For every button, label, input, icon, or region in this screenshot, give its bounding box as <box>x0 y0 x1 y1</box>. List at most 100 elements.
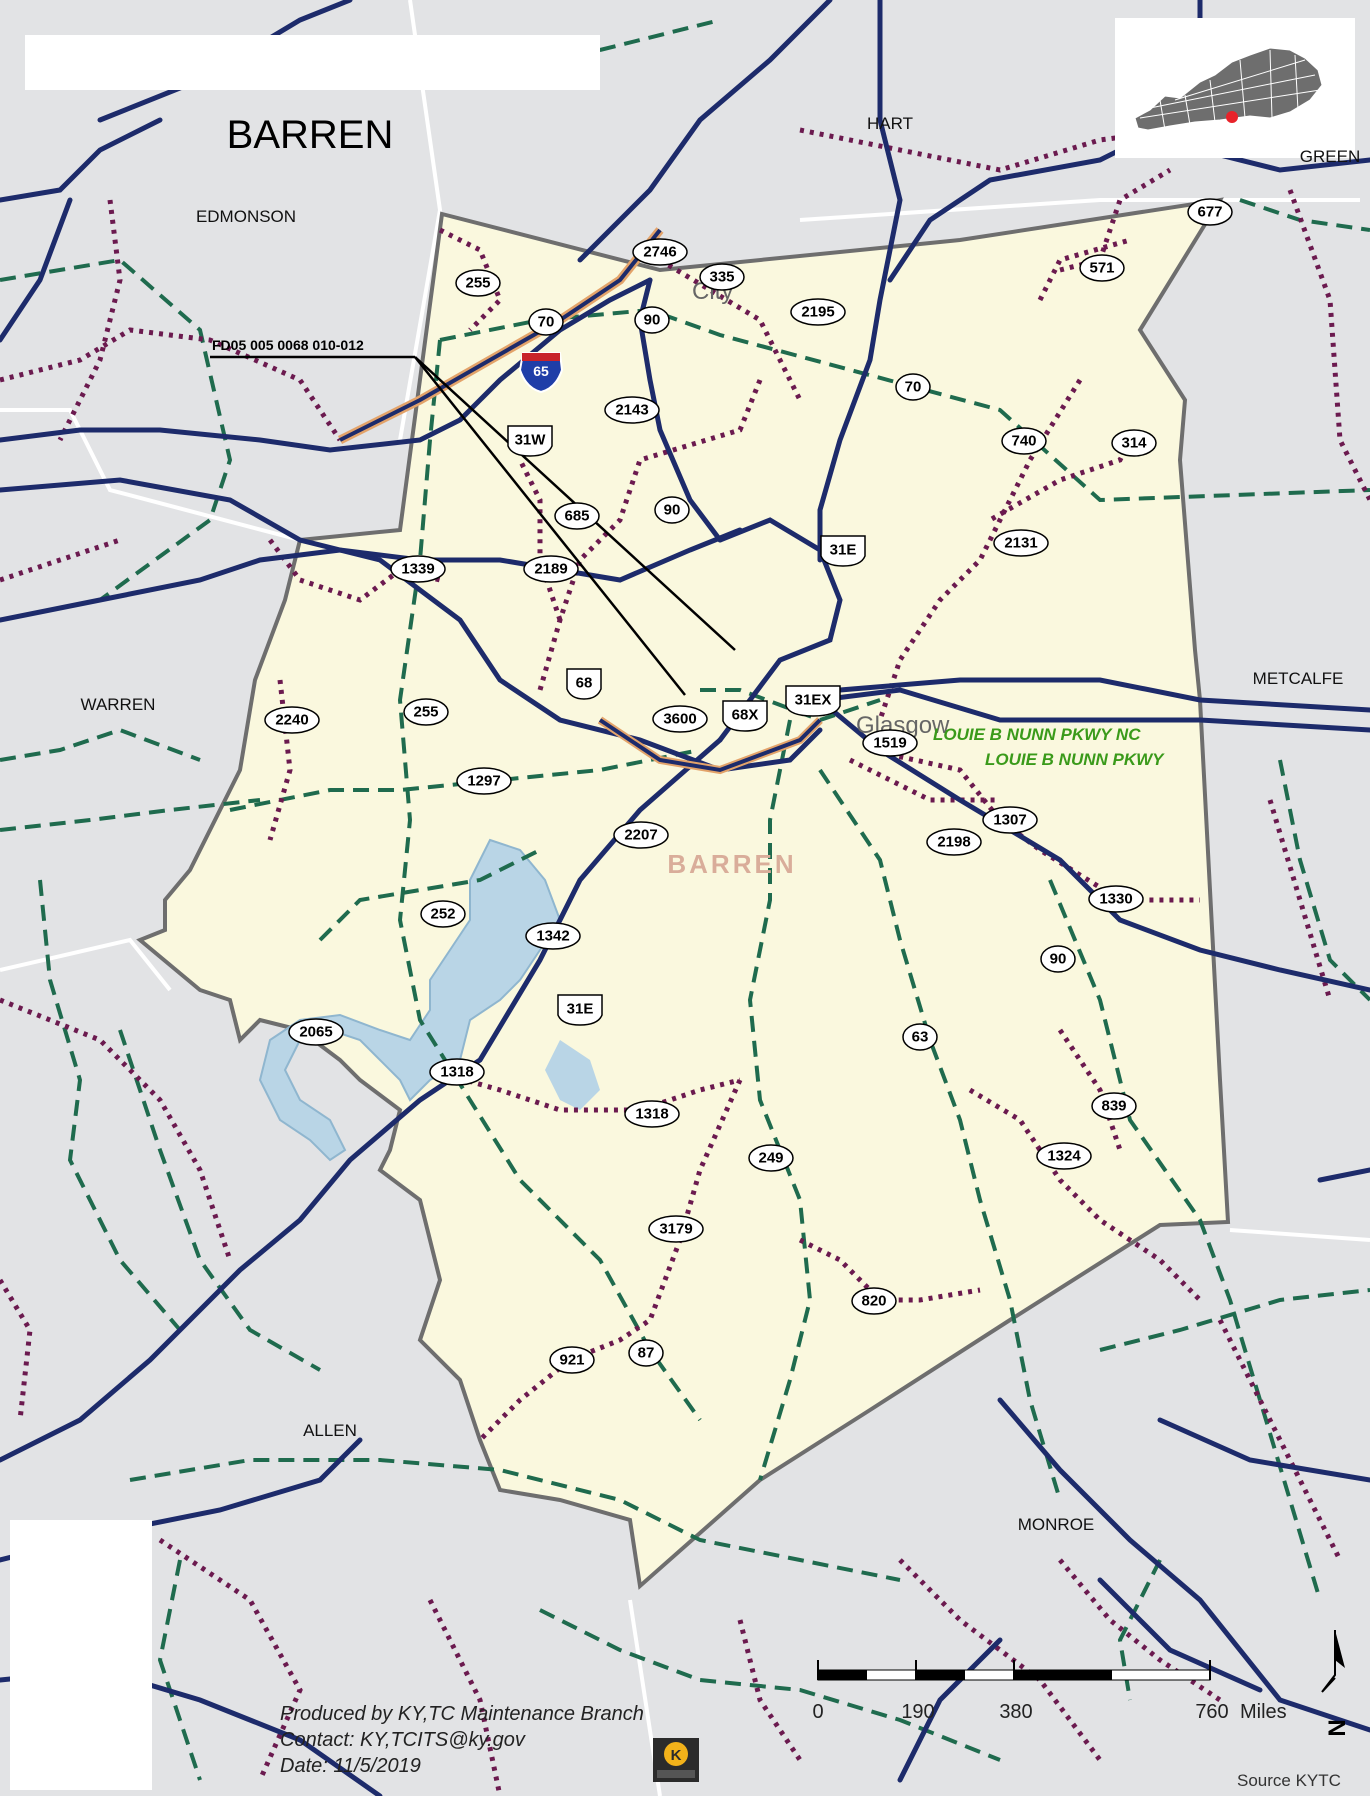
route-shield-label: 2746 <box>643 244 676 261</box>
parkway-line <box>598 718 822 773</box>
scale-unit: Miles <box>1240 1701 1287 1723</box>
route-shield-label: 252 <box>430 906 455 923</box>
route-shield-2131[interactable]: 2131 <box>993 529 1049 557</box>
route-shield-314[interactable]: 314 <box>1111 429 1157 457</box>
route-shield-label: 2143 <box>615 402 648 419</box>
route-shield-label: 31EX <box>795 692 832 709</box>
interstate-65-line <box>339 228 662 442</box>
route-shield-921[interactable]: 921 <box>549 1346 595 1374</box>
scale-tick-0: 0 <box>812 1701 823 1723</box>
route-shield-label: 63 <box>912 1029 929 1046</box>
route-shield-68x[interactable]: 68X <box>722 700 768 732</box>
callout-label: FD05 005 0068 010-012 <box>212 337 364 353</box>
route-shield-label: 87 <box>638 1345 655 1362</box>
route-shield-3600[interactable]: 3600 <box>652 705 708 733</box>
route-shield-1339[interactable]: 1339 <box>390 555 446 583</box>
route-shield-677[interactable]: 677 <box>1187 198 1233 226</box>
route-shield-1307[interactable]: 1307 <box>982 806 1038 834</box>
route-shield-label: 90 <box>1050 951 1067 968</box>
route-shield-3179[interactable]: 3179 <box>648 1215 704 1243</box>
interstate-shield[interactable]: 65 <box>518 352 564 394</box>
route-shield-label: 1307 <box>993 812 1026 829</box>
route-shield-31e-n[interactable]: 31E <box>820 535 866 567</box>
scale-bar: 0 190 380 760 Miles <box>812 1660 1287 1723</box>
inset-map <box>1115 18 1355 158</box>
route-shield-31e-s[interactable]: 31E <box>557 994 603 1026</box>
route-shield-1318w[interactable]: 1318 <box>429 1058 485 1086</box>
route-shield-70n[interactable]: 70 <box>528 308 564 336</box>
route-shield-31w[interactable]: 31W <box>507 425 553 457</box>
route-shield-label: 2195 <box>801 304 834 321</box>
route-shield-label: 70 <box>905 379 922 396</box>
route-shield-label: 1330 <box>1099 891 1132 908</box>
route-shield-label: 571 <box>1089 260 1114 277</box>
route-shield-2189[interactable]: 2189 <box>523 555 579 583</box>
route-shield-label: 2198 <box>937 834 970 851</box>
route-shield-label: 2065 <box>299 1024 332 1041</box>
route-shield-label: 314 <box>1121 435 1147 452</box>
route-shield-label: 68 <box>576 675 593 692</box>
north-arrow-label: N <box>1324 1719 1351 1736</box>
route-shield-249[interactable]: 249 <box>748 1144 794 1172</box>
route-shield-label: 255 <box>465 275 490 292</box>
route-shield-31ex[interactable]: 31EX <box>785 685 841 717</box>
county-label-metcalfe: METCALFE <box>1253 669 1344 688</box>
map-title: BARREN <box>227 113 394 157</box>
route-shield-label: 90 <box>644 312 661 329</box>
route-shield-70e[interactable]: 70 <box>895 373 931 401</box>
route-shield-1330[interactable]: 1330 <box>1088 885 1144 913</box>
route-shield-2746[interactable]: 2746 <box>632 238 688 266</box>
route-shield-335[interactable]: 335 <box>699 263 745 291</box>
route-shield-685[interactable]: 685 <box>554 502 600 530</box>
barren-county-area <box>136 197 1231 1590</box>
route-shield-255s[interactable]: 255 <box>403 698 449 726</box>
route-shield-2198[interactable]: 2198 <box>926 828 982 856</box>
route-shield-571[interactable]: 571 <box>1079 254 1125 282</box>
route-shield-90s[interactable]: 90 <box>1040 945 1076 973</box>
route-shield-252[interactable]: 252 <box>420 900 466 928</box>
route-shield-87[interactable]: 87 <box>628 1339 664 1367</box>
route-shield-label: 839 <box>1101 1098 1126 1115</box>
interstate-shield-label: 65 <box>533 363 549 379</box>
route-shield-label: 740 <box>1011 433 1036 450</box>
route-shield-839[interactable]: 839 <box>1091 1092 1137 1120</box>
route-shield-820[interactable]: 820 <box>851 1287 897 1315</box>
route-shield-label: 1297 <box>467 773 500 790</box>
route-shield-label: 335 <box>709 269 734 286</box>
route-shield-label: 68X <box>732 707 759 724</box>
route-shield-2065[interactable]: 2065 <box>288 1018 344 1046</box>
route-shield-label: 921 <box>559 1352 584 1369</box>
route-shield-2143[interactable]: 2143 <box>604 396 660 424</box>
route-shield-2207[interactable]: 2207 <box>613 821 669 849</box>
route-shield-740[interactable]: 740 <box>1001 427 1047 455</box>
route-shield-2240[interactable]: 2240 <box>264 706 320 734</box>
county-label-green: GREEN <box>1300 147 1360 166</box>
route-shield-68[interactable]: 68 <box>566 668 602 700</box>
route-shield-label: 1318 <box>440 1064 473 1081</box>
north-arrow: N <box>1321 1630 1351 1737</box>
route-shield-2195[interactable]: 2195 <box>790 298 846 326</box>
footer-contact: Contact: KY,TCITS@ky.gov <box>280 1729 526 1751</box>
scale-tick-190: 190 <box>901 1701 934 1723</box>
route-shield-1297[interactable]: 1297 <box>456 767 512 795</box>
route-shield-label: 90 <box>664 502 681 519</box>
route-shield-90c[interactable]: 90 <box>654 496 690 524</box>
route-shield-1342[interactable]: 1342 <box>525 922 581 950</box>
route-shield-255n[interactable]: 255 <box>455 269 501 297</box>
route-shield-1519[interactable]: 1519 <box>862 729 918 757</box>
route-shield-63[interactable]: 63 <box>902 1023 938 1051</box>
route-shield-label: 3179 <box>659 1221 692 1238</box>
scale-tick-760: 760 <box>1195 1701 1228 1723</box>
route-shield-label: 2189 <box>534 561 567 578</box>
route-shield-label: 1318 <box>635 1106 668 1123</box>
route-shield-1324[interactable]: 1324 <box>1036 1142 1092 1170</box>
barren-locator-dot <box>1226 111 1238 123</box>
scale-tick-380: 380 <box>999 1701 1032 1723</box>
route-shield-1318[interactable]: 1318 <box>624 1100 680 1128</box>
county-label-hart: HART <box>867 114 913 133</box>
route-shield-label: 70 <box>538 314 555 331</box>
route-shield-label: 1324 <box>1047 1148 1081 1165</box>
lake-arm <box>545 1040 600 1110</box>
route-shield-90n[interactable]: 90 <box>634 306 670 334</box>
